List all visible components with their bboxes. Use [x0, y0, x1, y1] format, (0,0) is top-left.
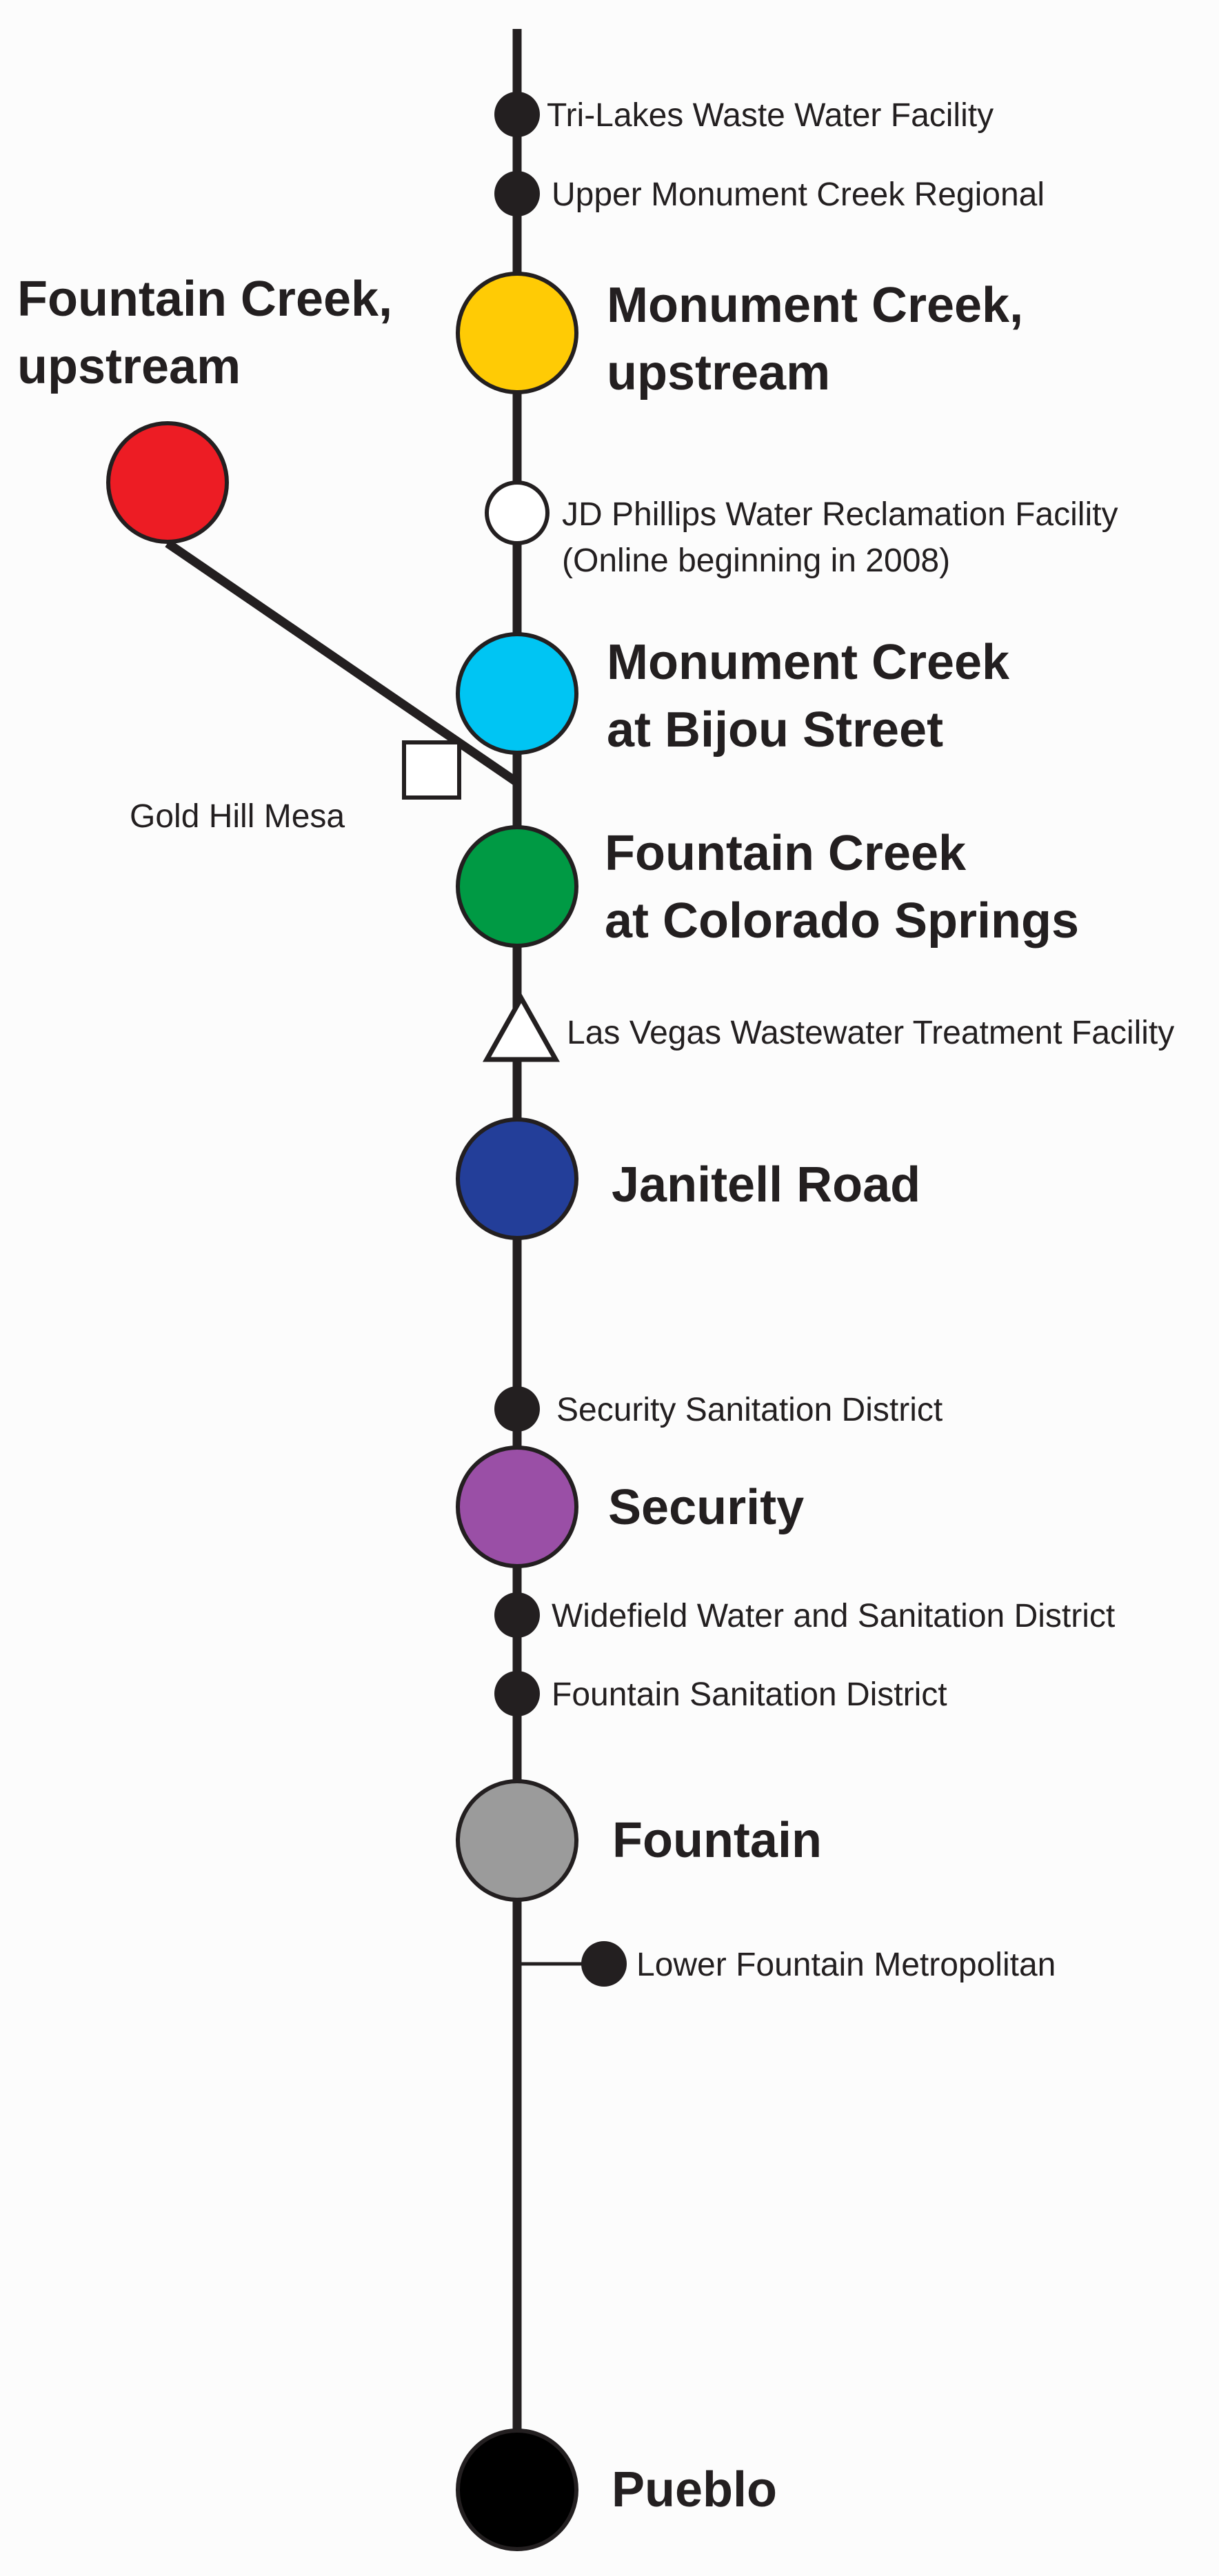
- site-label-security: Security: [608, 1480, 804, 1535]
- site-label-fountain-creek-upstream: Fountain Creek, upstream: [17, 272, 406, 394]
- facility-label-lower-fountain: Lower Fountain Metropolitan: [636, 1947, 1056, 1983]
- filled-dot-icon: [494, 171, 540, 216]
- site-label-monument-creek-upstream: Monument Creek, upstream: [607, 278, 1037, 400]
- site-label-pueblo: Pueblo: [612, 2462, 777, 2517]
- site-marker-janitell-road: [456, 1117, 578, 1240]
- facility-label-upper-monument: Upper Monument Creek Regional: [552, 176, 1045, 213]
- filled-dot-icon: [581, 1941, 627, 1987]
- facility-label-fountain-sanitation: Fountain Sanitation District: [552, 1676, 947, 1713]
- facility-label-widefield: Widefield Water and Sanitation District: [552, 1598, 1115, 1634]
- site-marker-fountain-creek-colorado-springs: [456, 825, 578, 948]
- site-label-monument-creek-bijou: Monument Creek at Bijou Street: [607, 635, 1023, 758]
- facility-label-jd-phillips: JD Phillips Water Reclamation Facility (…: [562, 496, 1127, 579]
- site-marker-monument-creek-bijou: [456, 632, 578, 755]
- open-triangle-icon: [483, 993, 560, 1062]
- open-circle-icon: [485, 480, 550, 545]
- filled-dot-icon: [494, 1386, 540, 1432]
- filled-dot-icon: [494, 1671, 540, 1716]
- filled-dot-icon: [494, 1592, 540, 1638]
- site-label-fountain-creek-colorado-springs: Fountain Creek at Colorado Springs: [605, 826, 1079, 949]
- facility-label-tri-lakes: Tri-Lakes Waste Water Facility: [547, 97, 994, 134]
- site-label-janitell-road: Janitell Road: [612, 1157, 920, 1213]
- site-label-fountain: Fountain: [612, 1813, 822, 1868]
- site-marker-fountain: [456, 1779, 578, 1902]
- open-square-icon: [402, 740, 461, 800]
- facility-label-gold-hill-mesa: Gold Hill Mesa: [130, 798, 345, 835]
- site-marker-pueblo: [456, 2428, 578, 2551]
- site-marker-security: [456, 1446, 578, 1568]
- site-marker-monument-creek-upstream: [456, 272, 578, 394]
- site-marker-fountain-creek-upstream: [106, 421, 229, 544]
- filled-dot-icon: [494, 92, 540, 137]
- facility-label-security-sanitation: Security Sanitation District: [556, 1392, 943, 1428]
- facility-label-las-vegas: Las Vegas Wastewater Treatment Facility: [567, 1015, 1174, 1051]
